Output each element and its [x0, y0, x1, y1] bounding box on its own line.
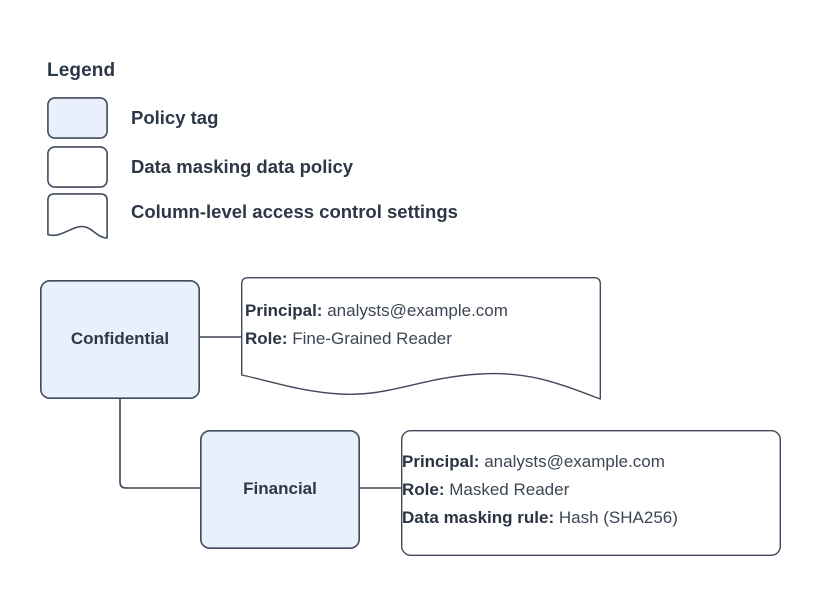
callout-line-value: Hash (SHA256)	[558, 508, 678, 527]
callout-line: Role: Masked Reader	[402, 476, 678, 504]
legend-title: Legend	[47, 60, 116, 81]
legend-item-label: Data masking data policy	[131, 156, 354, 177]
callout-line: Principal: analysts@example.com	[402, 448, 678, 476]
callout-financial-policy-text: Principal: analysts@example.com Role: Ma…	[402, 448, 678, 532]
node-financial[interactable]	[200, 429, 360, 549]
node-financial-label: Financial	[243, 479, 317, 498]
data-policy-swatch-icon	[47, 146, 108, 188]
callout-line-value: analysts@example.com	[484, 452, 665, 471]
legend-item-label: Policy tag	[131, 107, 219, 128]
callout-line: Role: Fine-Grained Reader	[245, 325, 508, 353]
callout-line-key: Principal:	[245, 301, 323, 320]
callout-line: Principal: analysts@example.com	[245, 297, 508, 325]
node-confidential[interactable]	[39, 279, 200, 399]
callout-financial-policy[interactable]	[401, 430, 782, 557]
policy-tag-swatch-icon	[47, 97, 108, 139]
callout-line-value: analysts@example.com	[327, 301, 508, 320]
access-settings-swatch-icon	[47, 193, 108, 239]
callout-line-value: Masked Reader	[449, 480, 570, 499]
callout-line: Data masking rule: Hash (SHA256)	[402, 504, 678, 532]
connector-confidential-to-financial	[119, 399, 200, 489]
callout-line-key: Role:	[245, 329, 288, 348]
callout-confidential-access-text: Principal: analysts@example.com Role: Fi…	[245, 297, 508, 353]
callout-line-key: Role:	[402, 480, 445, 499]
callout-line-key: Data masking rule:	[402, 508, 555, 527]
node-confidential-label: Confidential	[70, 329, 170, 348]
callout-confidential-access[interactable]	[241, 277, 601, 400]
callout-line-value: Fine-Grained Reader	[292, 329, 452, 348]
callout-line-key: Principal:	[402, 452, 480, 471]
legend-item-label: Column-level access control settings	[131, 201, 458, 222]
